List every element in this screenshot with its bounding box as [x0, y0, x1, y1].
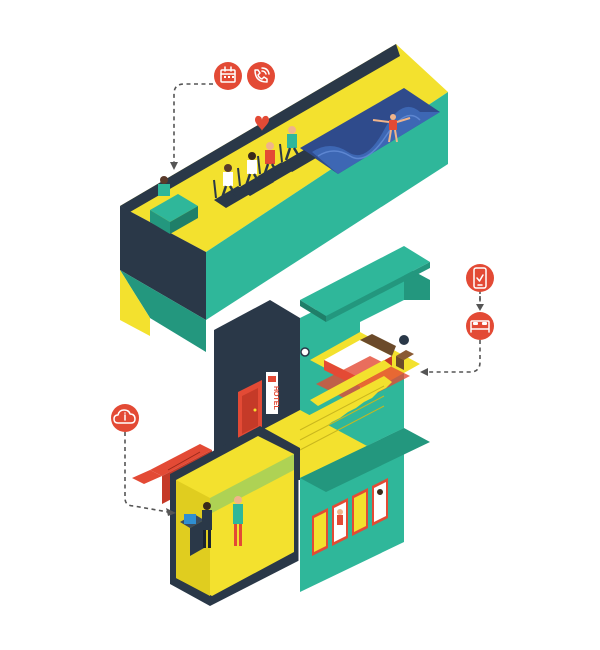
entrance-door	[238, 380, 262, 442]
calendar-icon	[214, 62, 242, 90]
guest-walking	[234, 496, 242, 504]
gym-treadmills	[213, 126, 316, 208]
swimmer	[390, 114, 396, 120]
t-top-bar	[120, 44, 448, 352]
bed	[324, 340, 392, 376]
treadmill	[213, 164, 250, 208]
guest	[203, 502, 211, 510]
phone-icon	[247, 62, 275, 90]
hotel-sign-text: HOTEL	[272, 386, 279, 410]
cloud-info-icon	[111, 404, 139, 432]
floor-ledges	[300, 246, 430, 322]
heart-icon	[255, 115, 269, 131]
hotel-sign: HOTEL	[266, 372, 279, 414]
lobby	[170, 426, 300, 606]
wall-camera	[300, 347, 310, 357]
bottom-block	[300, 428, 430, 592]
windows	[312, 478, 388, 556]
treadmill	[257, 142, 294, 184]
bed-icon	[466, 312, 494, 340]
connectors	[124, 83, 484, 516]
smartphone-check-icon	[466, 264, 494, 292]
receptionist	[160, 176, 168, 184]
lamp	[399, 335, 409, 345]
treadmill	[279, 126, 316, 172]
reception-desk	[150, 176, 198, 234]
swimming-pool	[300, 88, 440, 174]
